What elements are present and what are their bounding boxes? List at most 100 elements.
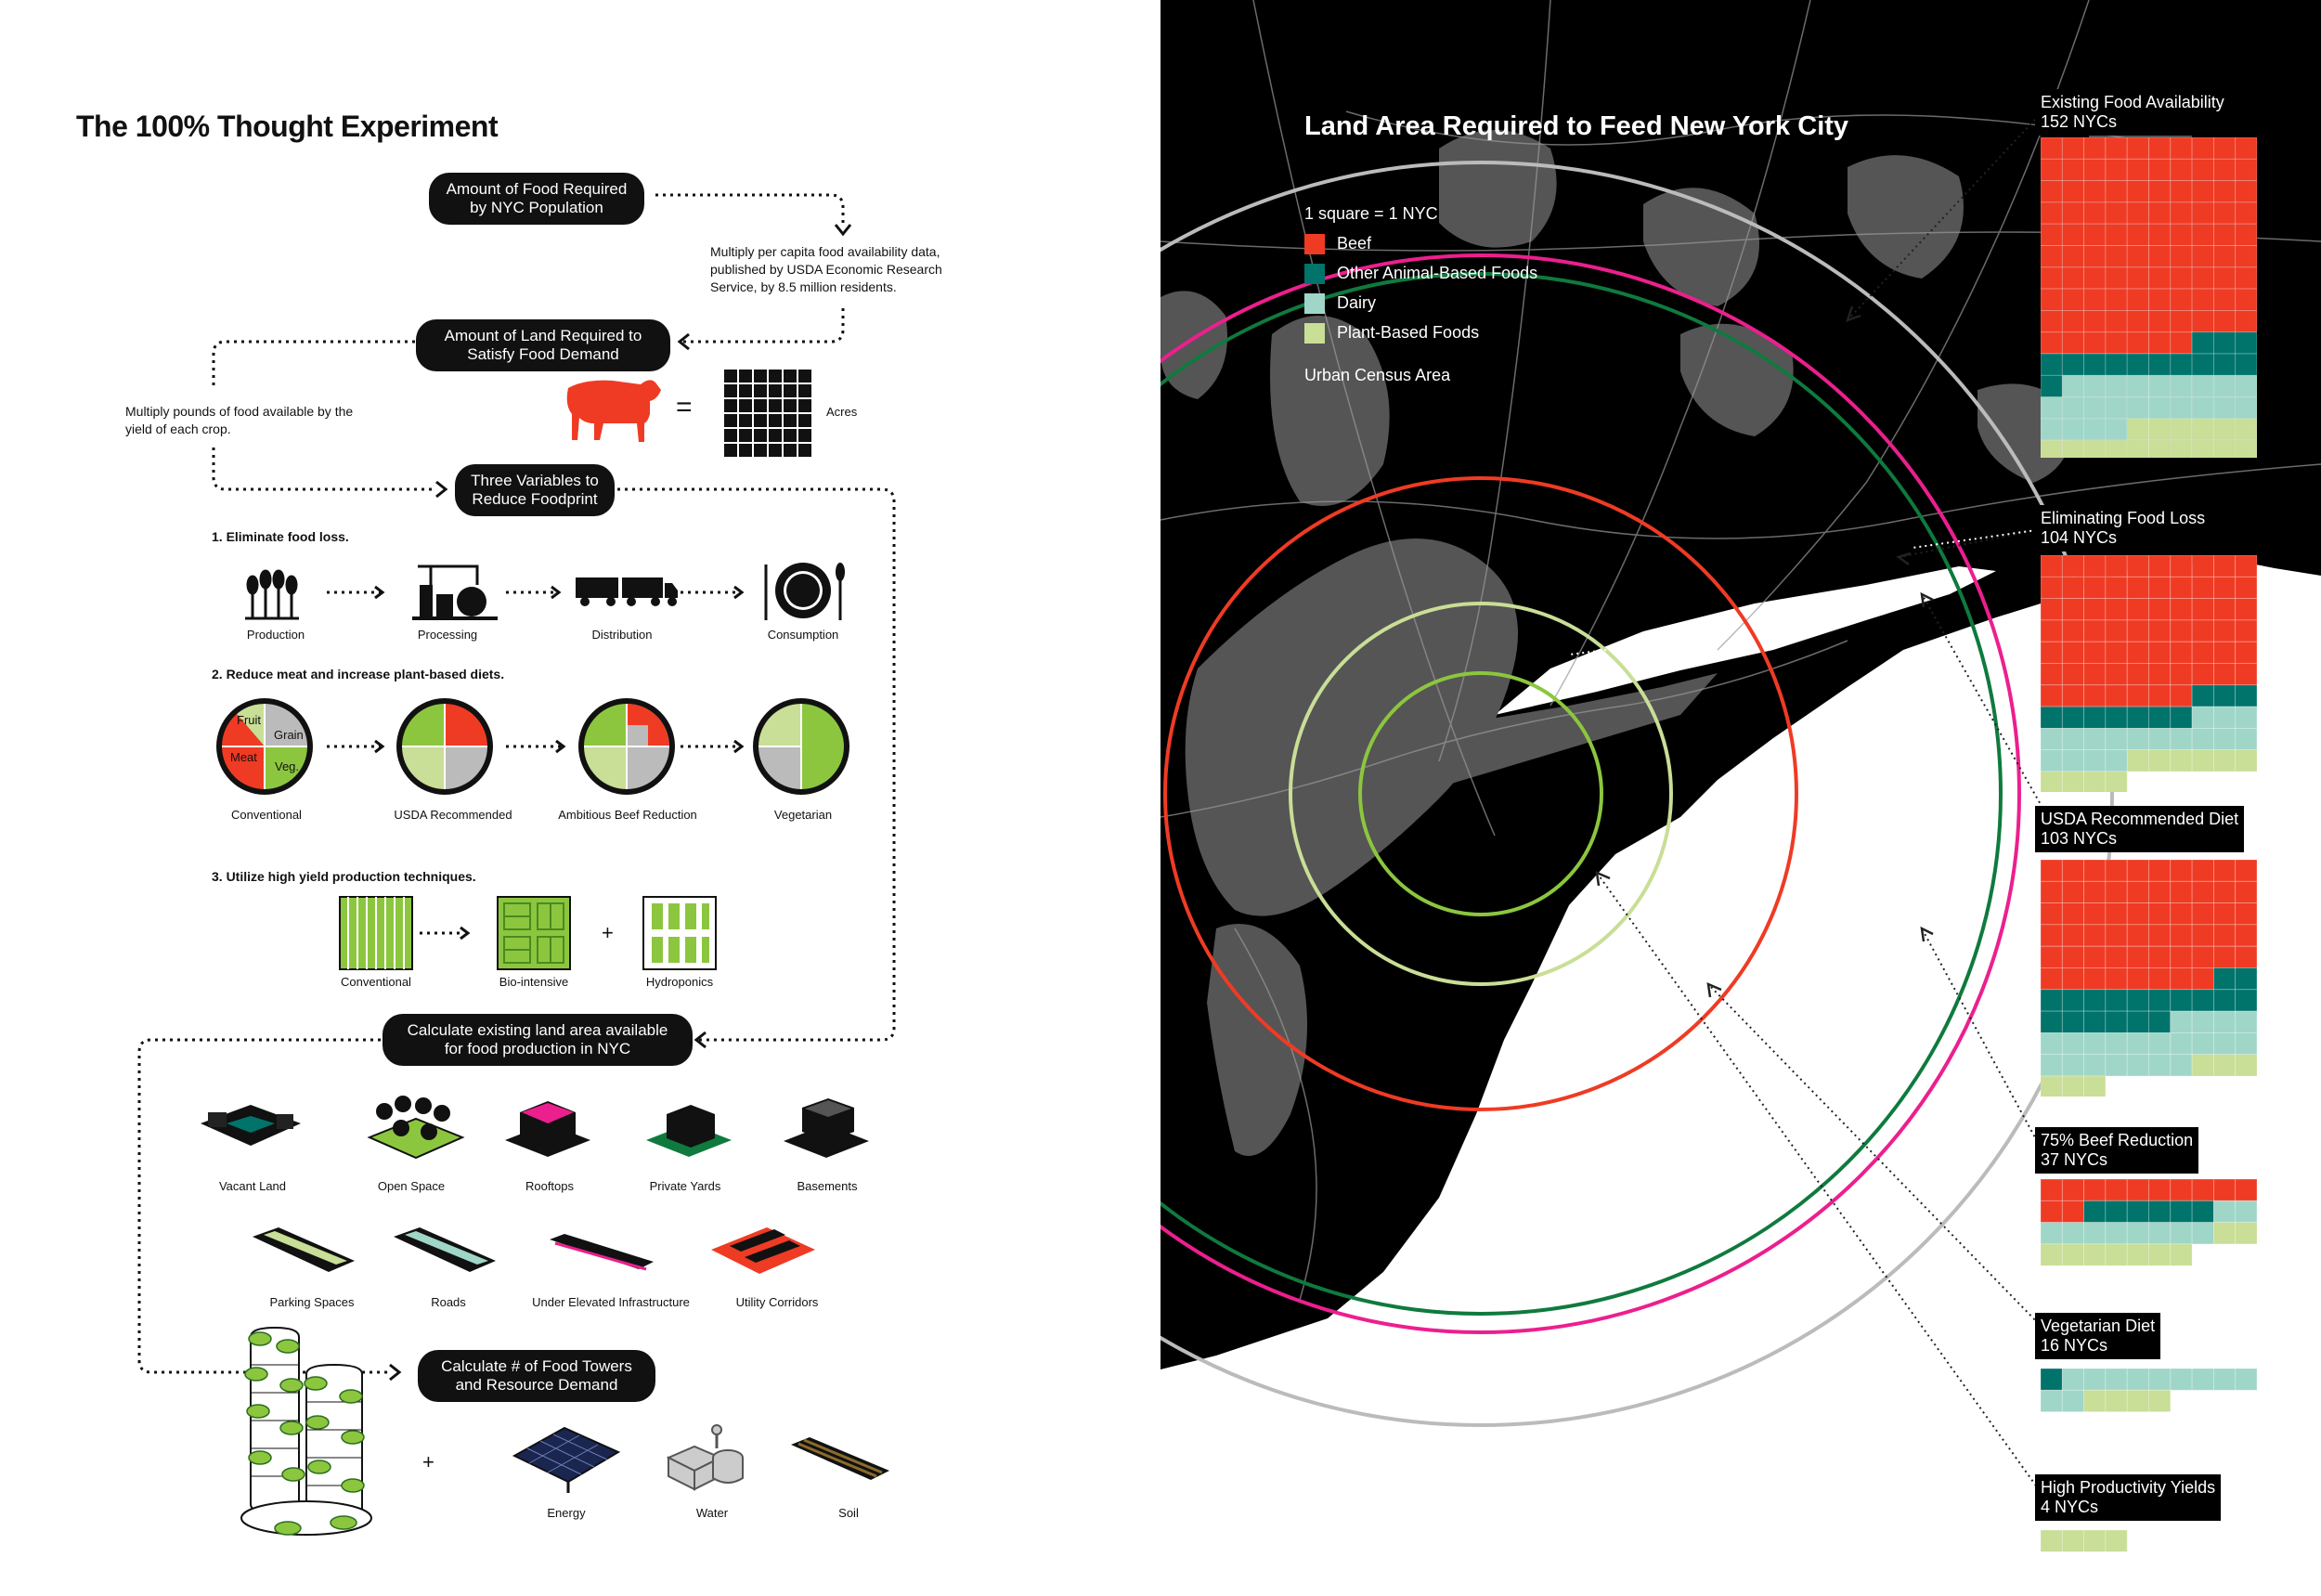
section-high-yield: 3. Utilize high yield production techniq…: [212, 869, 476, 884]
nyc-square-beef: [2235, 945, 2257, 968]
nyc-square-beef: [2212, 201, 2237, 225]
nyc-square-beef: [2235, 1179, 2257, 1201]
nyc-square-plant: [2083, 1075, 2107, 1096]
nyc-square-other: [2061, 353, 2084, 376]
under-elevated-icon: [550, 1234, 654, 1271]
nyc-square-dairy: [2212, 1369, 2237, 1391]
nyc-square-plant: [2212, 749, 2237, 772]
nyc-square-beef: [2041, 663, 2063, 686]
nyc-square-dairy: [2041, 1054, 2063, 1077]
nyc-square-beef: [2170, 598, 2193, 621]
nyc-square-other: [2148, 706, 2172, 729]
diet-usda: USDA Recommended: [394, 808, 512, 822]
legend-dairy: Dairy: [1337, 293, 1377, 312]
nyc-square-beef: [2191, 1179, 2214, 1201]
nyc-square-dairy: [2061, 1389, 2084, 1412]
nyc-square-beef: [2148, 555, 2172, 577]
nyc-square-beef: [2105, 641, 2128, 664]
nyc-square-beef: [2148, 641, 2172, 664]
nyc-square-beef: [2148, 331, 2172, 355]
nyc-square-other: [2083, 353, 2107, 376]
nyc-square-dairy: [2191, 1010, 2214, 1033]
nyc-square-beef: [2061, 1200, 2084, 1223]
nyc-square-beef: [2083, 880, 2107, 903]
pie-usda: [396, 698, 493, 795]
label-eliminating-loss: Eliminating Food Loss 104 NYCs: [2035, 505, 2211, 551]
basements-icon: [784, 1098, 869, 1158]
nyc-square-beef: [2083, 598, 2107, 621]
acre-square: [739, 429, 752, 442]
nyc-square-beef: [2170, 924, 2193, 947]
nyc-square-beef: [2083, 663, 2107, 686]
nyc-square-beef: [2105, 1179, 2128, 1201]
nyc-square-beef: [2061, 598, 2084, 621]
grid-eliminating-loss: [2041, 555, 2257, 792]
nyc-square-beef: [2041, 598, 2063, 621]
acre-square: [798, 370, 811, 383]
nyc-square-beef: [2170, 902, 2193, 926]
nyc-square-beef: [2235, 201, 2257, 225]
nyc-square-beef: [2105, 137, 2128, 160]
nyc-square-beef: [2041, 137, 2063, 160]
nyc-square-other: [2212, 353, 2237, 376]
nyc-square-dairy: [2191, 1222, 2214, 1245]
pie-label-grain: Grain: [274, 728, 304, 742]
nyc-square-dairy: [2212, 1200, 2237, 1223]
nyc-square-dairy: [2148, 374, 2172, 397]
vacant-land-icon: [201, 1105, 301, 1146]
stage-production: Production: [246, 628, 305, 642]
nyc-square-beef: [2041, 902, 2063, 926]
nyc-square-beef: [2191, 288, 2214, 311]
nyc-square-plant: [2170, 749, 2193, 772]
nyc-square-beef: [2170, 576, 2193, 599]
nyc-square-plant: [2148, 1243, 2172, 1266]
nyc-square-beef: [2105, 555, 2128, 577]
nyc-square-plant: [2061, 771, 2084, 792]
ring-beef-reduction: [1163, 476, 1798, 1111]
soil-icon: [791, 1437, 889, 1480]
land-roads: Roads: [431, 1295, 466, 1309]
ring-high-productivity: [1358, 671, 1603, 916]
acre-square: [769, 399, 782, 412]
nyc-square-other: [2148, 989, 2172, 1012]
nyc-square-dairy: [2148, 1054, 2172, 1077]
pie-vegetarian: [753, 698, 849, 795]
conventional-field-icon: [339, 896, 413, 970]
land-rooftops: Rooftops: [525, 1179, 575, 1193]
acre-square: [739, 399, 752, 412]
nyc-square-beef: [2148, 684, 2172, 707]
nyc-square-beef: [2191, 619, 2214, 642]
nyc-square-other: [2148, 1010, 2172, 1033]
nyc-square-dairy: [2191, 1032, 2214, 1056]
nyc-square-other: [2083, 989, 2107, 1012]
nyc-square-dairy: [2191, 706, 2214, 729]
nyc-square-beef: [2126, 598, 2149, 621]
nyc-square-beef: [2041, 180, 2063, 203]
resource-water: Water: [695, 1506, 729, 1520]
nyc-square-dairy: [2083, 749, 2107, 772]
nyc-square-other: [2083, 706, 2107, 729]
leader-arrowheads: [1595, 305, 1934, 998]
legend-swatch-beef: [1304, 234, 1325, 254]
nyc-square-beef: [2235, 555, 2257, 577]
resource-energy: Energy: [547, 1506, 586, 1520]
nyc-square-beef: [2148, 245, 2172, 268]
nyc-square-plant: [2105, 1389, 2128, 1412]
nyc-square-beef: [2212, 924, 2237, 947]
nyc-square-plant: [2041, 1075, 2063, 1096]
acre-square: [769, 444, 782, 457]
nyc-square-dairy: [2235, 396, 2257, 420]
nyc-square-beef: [2041, 1200, 2063, 1223]
label-existing: Existing Food Availability 152 NYCs: [2035, 89, 2230, 136]
nyc-square-other: [2235, 353, 2257, 376]
nyc-square-plant: [2170, 439, 2193, 458]
factory-icon: [412, 564, 498, 620]
nyc-square-beef: [2191, 945, 2214, 968]
nyc-square-beef: [2061, 641, 2084, 664]
nyc-square-beef: [2212, 663, 2237, 686]
land-parking: Parking Spaces: [269, 1295, 355, 1309]
cow-icon: [566, 380, 661, 442]
nyc-square-plant: [2212, 1222, 2237, 1245]
nyc-square-dairy: [2083, 374, 2107, 397]
nyc-square-dairy: [2148, 1222, 2172, 1245]
